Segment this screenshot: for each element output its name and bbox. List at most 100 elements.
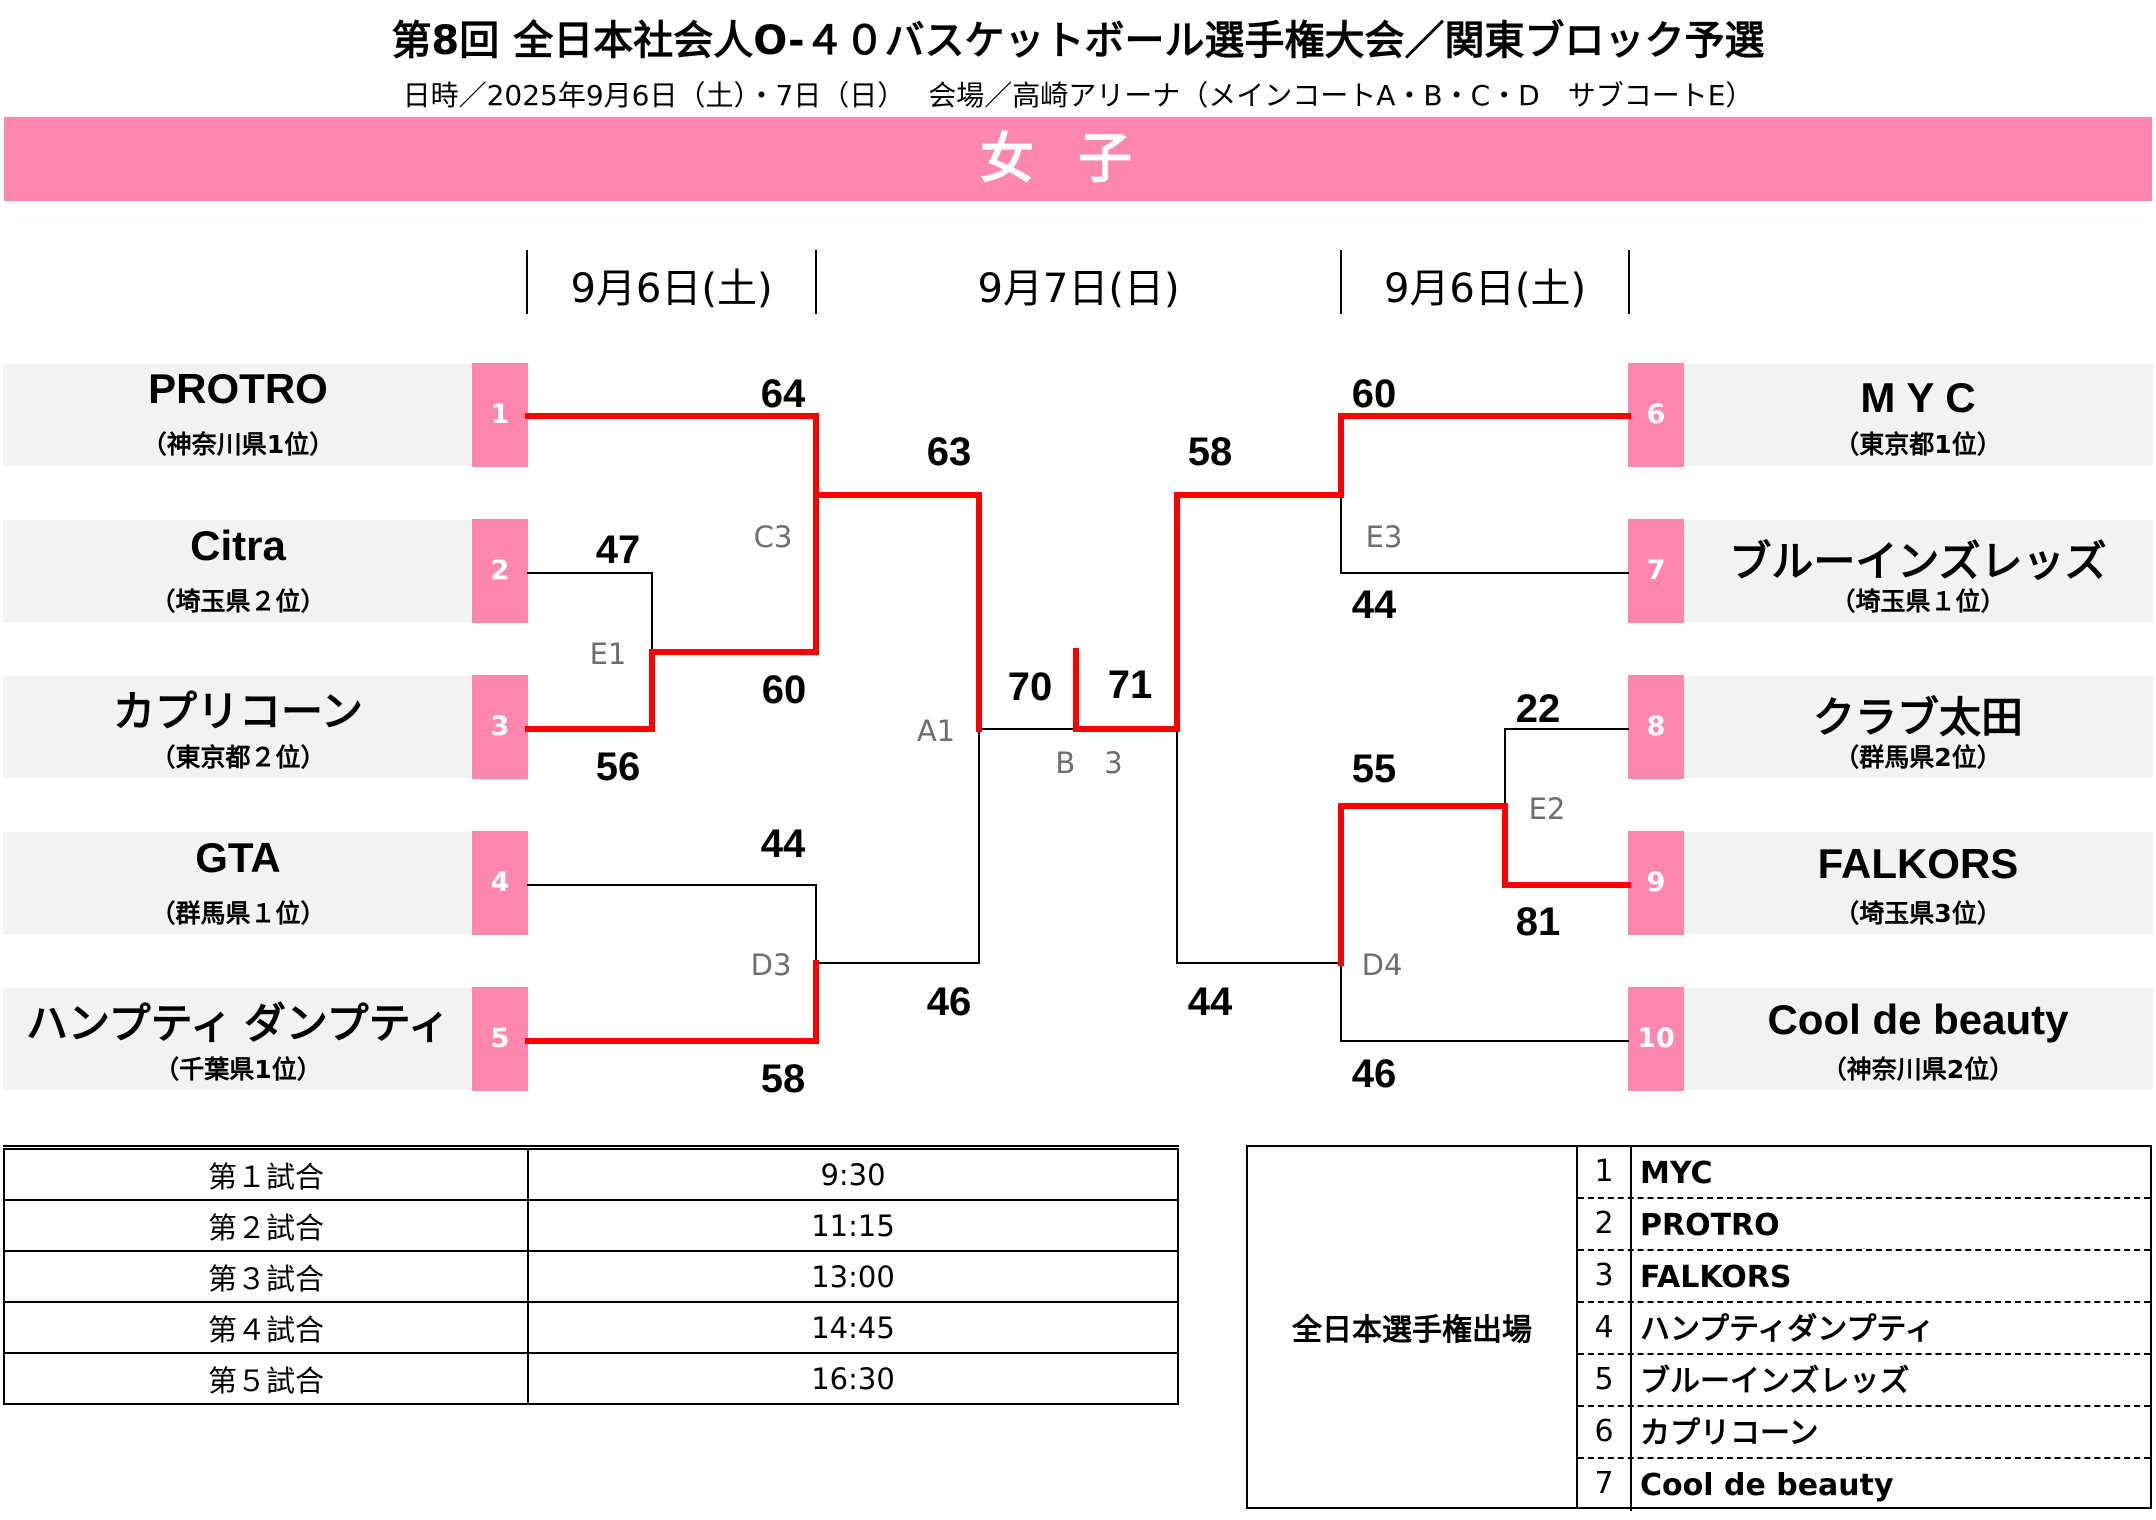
winner-path [525,492,819,732]
score: 22 [1515,687,1561,731]
team-card [1683,832,2153,934]
team-name: カプリコーン [113,688,363,735]
table-row: 第２試合 11:15 [3,1199,1179,1252]
list-item: 7 Cool de beauty [1578,1459,2150,1511]
game-label: 第５試合 [3,1352,529,1405]
table-row: 第１試合 9:30 [3,1146,1179,1201]
qualifier-name: Cool de beauty [1640,1468,1894,1503]
winner-path [525,960,819,1044]
date-header-left: 9月6日(土) [570,266,773,312]
qualifier-name: ハンプティダンプティ [1640,1312,1935,1347]
qualifier-rank: 3 [1578,1251,1632,1301]
team-card [3,676,473,778]
score: 70 [1007,665,1053,709]
game-code: B 3 [1055,746,1123,780]
schedule-table: 第１試合 9:30 第２試合 11:15 第３試合 13:00 第４試合 14:… [3,1145,1179,1405]
qualifiers-list: 1 MYC 2 PROTRO 3 FALKORS 4 ハンプティダンプティ 5 … [1578,1147,2150,1511]
team-prefecture: （群馬県１位） [150,899,326,928]
score: 58 [1187,430,1233,474]
team-card [3,988,473,1090]
game-label: 第２試合 [3,1199,529,1252]
table-row: 第５試合 16:30 [3,1352,1179,1405]
date-divider [1628,250,1630,314]
seed-badge: 1 [472,363,528,467]
team-name: ブルーインズレッズ [1729,538,2107,585]
team-prefecture: （埼玉県２位） [150,587,326,616]
game-time: 9:30 [527,1146,1179,1201]
qualifier-name: PROTRO [1640,1208,1780,1243]
game-label: 第３試合 [3,1250,529,1303]
qualifier-name: ブルーインズレッズ [1640,1364,1910,1399]
seed-badge: 3 [472,675,528,779]
seed-badge: 6 [1628,363,1684,467]
qualifier-rank: 4 [1578,1303,1632,1353]
team-name: クラブ太田 [1812,694,2023,741]
list-item: 3 FALKORS [1578,1251,2150,1303]
seed-badge: 2 [472,519,528,623]
game-code: D3 [750,948,792,982]
bracket-line [1504,728,1629,807]
team-prefecture: （埼玉県3位） [1834,899,2002,928]
team-name: Citra [190,522,286,569]
team-prefecture: （埼玉県１位） [1830,587,2006,616]
game-label: 第４試合 [3,1301,529,1354]
game-code: E1 [589,637,627,671]
team-prefecture: （東京都1位） [1834,430,2002,459]
division-banner: 女子 [4,117,2152,201]
event-info: 日時／2025年9月6日（土）・7日（日） 会場／高崎アリーナ（メインコートA・… [402,79,1754,112]
team-name: ハンプティ ダンプティ [25,1000,451,1047]
score: 46 [926,980,972,1024]
score: 44 [1187,980,1233,1024]
score: 56 [595,745,641,789]
bracket-line [1176,728,1342,964]
score: 46 [1351,1052,1397,1096]
table-row: 第３試合 13:00 [3,1250,1179,1303]
team-card [1683,364,2153,466]
page-title: 第8回 全日本社会人O-４０バスケットボール選手権大会／関東ブロック予選 [391,18,1765,64]
team-card [3,520,473,622]
team-card [1683,520,2153,622]
score: 63 [926,430,972,474]
score: 64 [760,372,806,416]
team-prefecture: （千葉県1位） [154,1055,322,1084]
list-item: 6 カプリコーン [1578,1407,2150,1459]
score: 60 [761,668,807,712]
game-time: 14:45 [527,1301,1179,1354]
seed-badge: 4 [472,831,528,935]
date-divider [815,250,817,314]
team-card [3,364,473,466]
team-name: FALKORS [1817,840,2019,887]
qualifier-rank: 7 [1578,1459,1632,1511]
team-name: Cool de beauty [1767,996,2069,1043]
score: 55 [1351,747,1397,791]
score: 58 [760,1057,806,1101]
qualifier-name: カプリコーン [1640,1416,1819,1451]
team-card [1683,676,2153,778]
team-name: PROTRO [148,365,328,412]
game-code: D4 [1361,948,1403,982]
game-code: C3 [753,520,793,554]
team-prefecture: （群馬県2位） [1834,743,2002,772]
winner-path [1073,413,1631,732]
date-header-right: 9月6日(土) [1383,266,1587,312]
qualifiers-label: 全日本選手権出場 [1248,1147,1578,1507]
game-time: 11:15 [527,1199,1179,1252]
date-divider [1340,250,1342,314]
score: 60 [1351,372,1397,416]
date-divider [526,250,528,314]
team-prefecture: （神奈川県1位） [141,430,335,459]
seed-badge: 8 [1628,675,1684,779]
game-code: A1 [916,714,956,748]
qualifier-rank: 5 [1578,1355,1632,1405]
score: 44 [1351,583,1397,627]
score: 47 [595,528,641,572]
seed-badge: 9 [1628,831,1684,935]
bracket-line [815,728,980,964]
bracket-line [1340,494,1629,574]
list-item: 2 PROTRO [1578,1199,2150,1251]
seed-badge: 10 [1628,987,1684,1091]
team-prefecture: （東京都２位） [150,743,326,772]
team-name: M Y C [1860,374,1976,421]
list-item: 1 MYC [1578,1147,2150,1199]
score: 44 [760,822,806,866]
